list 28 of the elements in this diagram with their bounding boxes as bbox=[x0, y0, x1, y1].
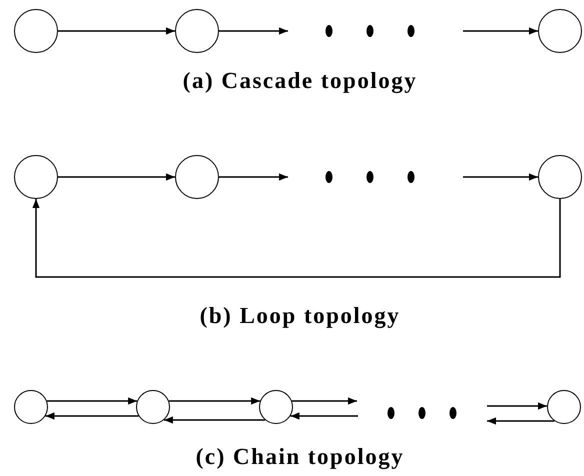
arrow bbox=[164, 416, 266, 424]
circle-node bbox=[538, 155, 582, 199]
arrow bbox=[219, 173, 288, 181]
arrow bbox=[45, 412, 139, 420]
arrow bbox=[463, 173, 538, 181]
figure-caption: (a) Cascade topology bbox=[182, 68, 418, 94]
arrow bbox=[487, 402, 548, 410]
arrow bbox=[290, 412, 358, 420]
circle-node bbox=[14, 390, 48, 424]
circle-node bbox=[136, 390, 170, 424]
circle-node bbox=[175, 155, 219, 199]
figure-caption: (b) Loop topology bbox=[200, 303, 400, 329]
arrow bbox=[463, 27, 538, 35]
arrow bbox=[58, 173, 175, 181]
arrow bbox=[487, 417, 554, 425]
circle-node bbox=[14, 9, 58, 53]
circle-node bbox=[175, 9, 219, 53]
circle-node bbox=[14, 155, 58, 199]
arrow bbox=[46, 397, 138, 405]
arrow bbox=[32, 199, 561, 278]
circle-node bbox=[538, 9, 582, 53]
circle-node bbox=[259, 390, 293, 424]
arrow bbox=[58, 27, 175, 35]
figure-caption: (c) Chain topology bbox=[196, 444, 404, 470]
arrow bbox=[292, 397, 357, 405]
arrow bbox=[219, 27, 288, 35]
arrow bbox=[168, 397, 260, 405]
circle-node bbox=[547, 390, 581, 424]
